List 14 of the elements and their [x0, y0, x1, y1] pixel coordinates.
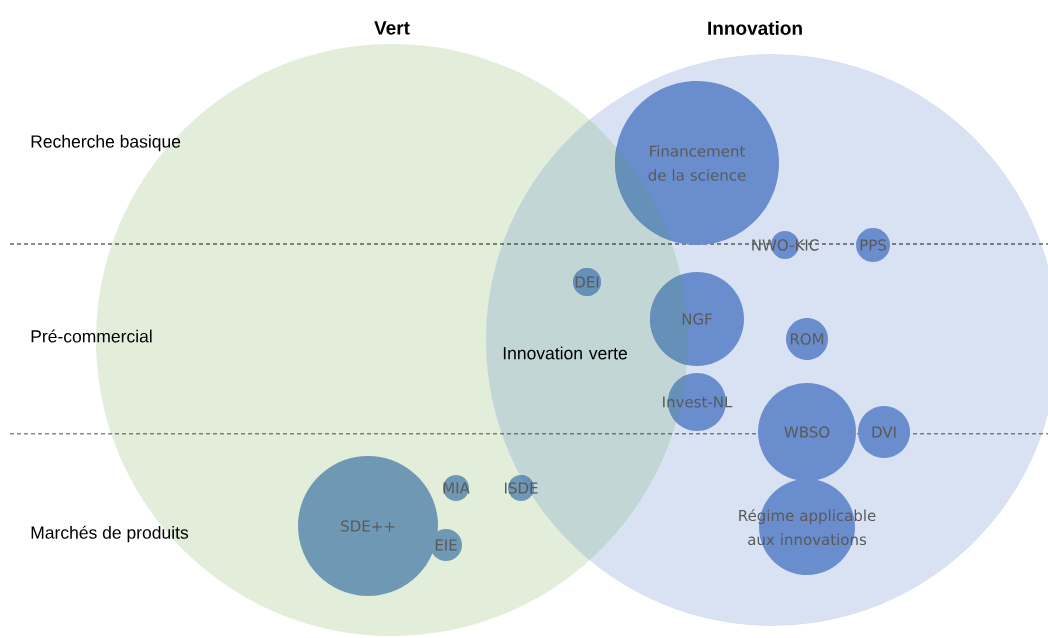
row-label: Recherche basique	[31, 134, 181, 152]
bubble: EIE	[430, 529, 462, 561]
node-label: EIE	[435, 539, 457, 551]
bubble: PPS	[856, 228, 890, 262]
row-label: Innovation verte	[503, 346, 627, 360]
bubble: NGF	[650, 272, 744, 366]
bubble: DVI	[858, 406, 910, 458]
bubble: DEI	[573, 268, 601, 296]
circle-heading: Vert	[374, 21, 410, 35]
row-label: Marchés de produits	[31, 525, 189, 543]
bubble: WBSO	[758, 383, 856, 481]
row-label: Pré-commercial	[31, 329, 152, 343]
circle-heading: Innovation	[708, 21, 802, 35]
bubble: ROM	[786, 318, 828, 360]
